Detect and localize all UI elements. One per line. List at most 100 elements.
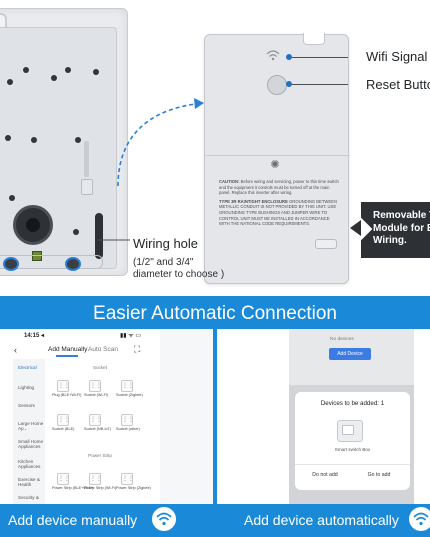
side-slot: [95, 213, 103, 259]
device-tile[interactable]: ⋮⋮Socket (Zigbee): [116, 380, 143, 398]
manual-add-screenshot: 14:15 ◂ ▮▮ ᯤ ▭ ‹ Add Manually Auto Scan …: [0, 329, 213, 504]
device-tile[interactable]: ⋮⋮Socket (NB-IoT): [84, 414, 112, 432]
category-item[interactable]: Large Home Ap...: [18, 421, 44, 432]
caution-body: Before wiring and servicing, power to th…: [219, 179, 339, 196]
category-item[interactable]: Security &: [18, 495, 39, 500]
mounting-hole: [31, 137, 37, 143]
devices-found-sheet: Devices to be added: 1 Smart switch Box …: [295, 392, 410, 490]
auto-add-screenshot: No devices Add Device Devices to be adde…: [217, 329, 430, 504]
latch: [81, 179, 93, 195]
device-label: Socket (Wi-Fi): [84, 393, 109, 397]
category-item[interactable]: Exercise & Health: [18, 477, 40, 488]
wiring-hole-sub-2: diameter to choose ): [133, 269, 225, 280]
mounting-hole: [51, 75, 57, 81]
scan-icon[interactable]: ⛶: [134, 344, 141, 354]
device-label: Socket (BLE): [52, 427, 75, 431]
mounting-hole: [73, 229, 79, 235]
device-tile[interactable]: ⋮⋮Socket (Wi-Fi): [84, 380, 109, 398]
device-tile[interactable]: ⋮⋮Socket (other): [116, 414, 140, 432]
category-item[interactable]: Sensors: [18, 403, 35, 408]
wifi-callout-line: [292, 57, 348, 58]
cover-divider: [205, 155, 350, 156]
socket-icon: ⋮⋮: [121, 380, 134, 392]
socket-header: Socket: [92, 365, 108, 370]
category-item[interactable]: Lighting: [18, 385, 35, 390]
screw-pin: [84, 141, 89, 177]
device-label: Socket (NB-IoT): [84, 427, 112, 431]
wifi-icon: [156, 512, 172, 526]
wifi-signal-callout: Wifi Signal: [366, 49, 428, 64]
enclosure-base: [0, 8, 128, 276]
device-tile[interactable]: ⋮⋮Plug (BLE+Wi-Fi): [52, 380, 82, 398]
tab-add-manually[interactable]: Add Manually: [48, 346, 88, 353]
power-strip-icon: ⋮⋮: [89, 473, 102, 485]
caution-title: CAUTION:: [219, 179, 240, 184]
device-tile[interactable]: ⋮⋮Socket (BLE): [52, 414, 74, 432]
device-label: Power Strip (Zigbee): [116, 486, 151, 490]
category-item[interactable]: Electrical: [18, 365, 37, 370]
go-to-add-button[interactable]: Go to add: [367, 472, 391, 478]
back-icon[interactable]: ‹: [14, 345, 17, 355]
type-body: GROUNDING BETWEEN METALLIC CONDUIT IS NO…: [219, 198, 337, 227]
socket-icon: ⋮⋮: [57, 380, 70, 392]
removable-callout-text: Removable T Module for E Wiring.: [373, 210, 430, 248]
sheet-title: Devices to be added: 1: [320, 400, 385, 407]
section-title: Easier Automatic Connection: [93, 303, 337, 324]
enclosure-rim: [0, 255, 103, 269]
socket-icon: ⋮⋮: [89, 380, 102, 392]
category-item[interactable]: Kitchen Appliances: [18, 459, 41, 470]
add-device-button[interactable]: Add Device: [329, 348, 371, 360]
device-tile[interactable]: ⋮⋮Power Strip (Zigbee): [116, 473, 151, 491]
wiring-hole-callout: Wiring hole: [133, 236, 199, 251]
mounting-hole: [9, 195, 15, 201]
cover-notch: [303, 33, 325, 45]
device-name: Smart switch Box: [334, 447, 371, 452]
wiring-knockout: [13, 205, 53, 245]
type-title: TYPE 3R RAINTIGHT ENCLOSURE: [219, 198, 288, 204]
device-tile[interactable]: ⋮⋮Power Strip (Wi-Fi): [84, 473, 117, 491]
device-label: Power Strip (BLE+Wi-Fi): [52, 486, 94, 490]
removable-line-1: Removable T: [373, 210, 430, 221]
connection-section: Easier Automatic Connection 14:15 ◂ ▮▮ ᯤ…: [0, 296, 430, 537]
socket-icon: ⋮⋮: [57, 414, 70, 426]
mounting-hole: [23, 67, 29, 73]
removable-callout-pointer: [350, 220, 361, 236]
wifi-icon: [413, 512, 429, 526]
active-tab-indicator: [56, 355, 78, 357]
mounting-hole: [5, 135, 11, 141]
cover-pull-tab: [315, 239, 337, 249]
auto-caption: Add device automatically: [244, 512, 399, 528]
wifi-badge-icon: [409, 507, 430, 531]
socket-icon: ⋮⋮: [121, 414, 134, 426]
category-item[interactable]: Small Home Appliances: [18, 439, 44, 450]
bottom-knockout: [65, 257, 81, 271]
removable-line-2: Module for E: [373, 222, 430, 234]
power-strip-icon: ⋮⋮: [57, 473, 70, 485]
wifi-callout-dot: [286, 54, 292, 60]
status-time: 14:15 ◂: [24, 333, 45, 339]
tab-auto-scan[interactable]: Auto Scan: [88, 346, 118, 353]
wifi-badge-icon: [152, 507, 176, 531]
manual-caption: Add device manually: [8, 512, 138, 528]
device-label: Socket (other): [116, 427, 140, 431]
removable-module-cover: ✺ CAUTION: Before wiring and servicing, …: [204, 33, 350, 284]
device-tile[interactable]: ⋮⋮Power Strip (BLE+Wi-Fi): [52, 473, 94, 491]
status-icons: ▮▮ ᯤ ▭: [120, 333, 142, 339]
reset-button-callout: Reset Butto: [366, 77, 430, 92]
device-label: Power Strip (Wi-Fi): [84, 486, 117, 490]
reset-button[interactable]: [267, 75, 287, 95]
removable-callout-box: Removable T Module for E Wiring.: [361, 202, 430, 258]
phone-screen: No devices Add Device Devices to be adde…: [289, 329, 414, 504]
wifi-led-icon: [266, 50, 280, 61]
category-sidebar: Electrical Lighting Sensors Large Home A…: [13, 359, 45, 504]
power-strip-icon: ⋮⋮: [121, 473, 134, 485]
caution-label: CAUTION: Before wiring and servicing, po…: [219, 179, 341, 227]
bulb-icon: ✺: [270, 159, 280, 171]
mounting-hole: [65, 67, 71, 73]
mounting-hole: [75, 137, 81, 143]
reset-callout-dot: [286, 81, 292, 87]
do-not-add-button[interactable]: Do not add: [312, 472, 338, 478]
reset-callout-line: [292, 84, 348, 85]
device-label: Plug (BLE+Wi-Fi): [52, 393, 82, 397]
power-strip-header: Power Strip: [88, 453, 112, 458]
